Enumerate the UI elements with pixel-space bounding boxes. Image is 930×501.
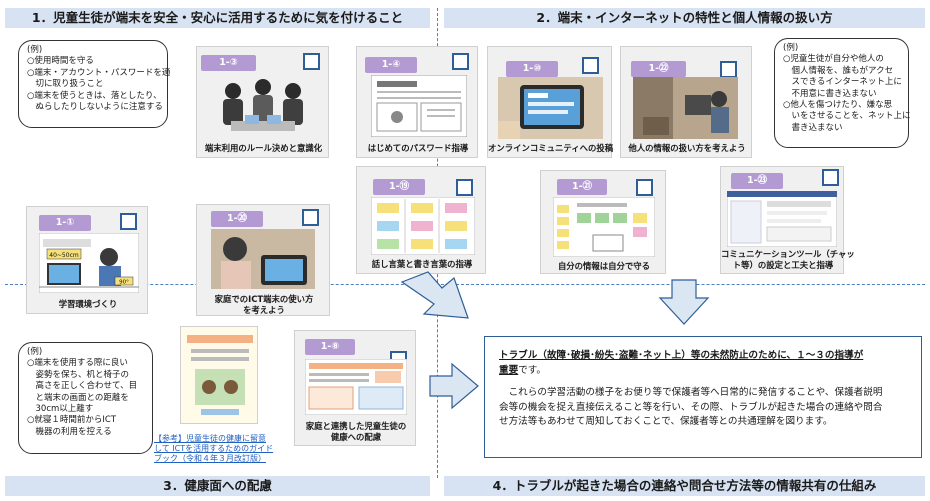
note-line: 書き込まない (783, 122, 843, 133)
right-arrow (429, 362, 479, 410)
section-2-header: 2．端末・インターネットの特性と個人情報の扱い方 (444, 8, 925, 28)
box-headline-line1: トラブル（故障･破損･紛失･盗難･ネット上）等の未然防止のために、１～３の指導が (499, 350, 864, 361)
note-line: 30cm以上離す (27, 404, 94, 415)
card-1-1[interactable]: 1-① 40~50cm 90° 学習環境づくり (26, 206, 148, 314)
note-line: 個人情報を、誰もがアクセ (783, 65, 894, 76)
checkbox[interactable] (456, 179, 473, 196)
card-id-tag: 1-① (39, 215, 91, 231)
card-id-tag: 1-⑲ (373, 179, 425, 195)
note-line: (例) (27, 347, 43, 357)
note-line: と端末の画面との距離を (27, 392, 129, 403)
card-id-tag: 1-㉑ (557, 179, 607, 195)
tablet-photo (498, 77, 603, 139)
note-line: (例) (783, 43, 799, 53)
checkbox[interactable] (120, 213, 137, 230)
checkbox[interactable] (303, 53, 320, 70)
card-id-tag: 1-⑳ (211, 211, 263, 227)
card-id-tag: 1-⑩ (506, 61, 558, 77)
angle-label: 90° (119, 280, 129, 286)
note-line: ○端末を使うときは、落としたり、 (27, 90, 162, 101)
posture-illustration: 40~50cm 90° (39, 233, 139, 293)
example-note-1: (例) ○使用時間を守る ○端末・アカウント・パスワードを適 切に取り扱うこと … (18, 40, 171, 128)
box-paragraph-line: これらの学習活動の様子をお便り等で保護者等へ日常的に発信することや、保護者説明 (499, 387, 883, 398)
reference-line: ブック（令和４年３月改訂版） (154, 454, 266, 463)
card-caption: 家庭と連携した児童生徒の 健康への配慮 (305, 421, 407, 442)
horizontal-divider (5, 284, 925, 285)
home-photo (211, 229, 315, 289)
checkbox[interactable] (822, 169, 839, 186)
note-line: 高さを正しく合わせて、目 (27, 381, 138, 392)
card-id-tag: 1-㉒ (631, 61, 686, 77)
card-1-10[interactable]: 1-⑩ オンラインコミュニティへの投稿 (487, 46, 614, 158)
section-4-header: 4．トラブルが起きた場合の連絡や問合せ方法等の情報共有の仕組み (444, 476, 925, 496)
note-line: スできるインターネット上に (783, 77, 902, 88)
card-1-4[interactable]: 1-④ はじめてのパスワード指導 (356, 46, 478, 158)
note-line: ぬらしたりしないように注意する (27, 102, 163, 113)
reference-line: して ICTを活用するためのガイド (154, 444, 274, 453)
slide-image (553, 197, 655, 257)
classroom-photo (633, 77, 738, 139)
example-note-3: (例) ○端末を使用する際に良い 姿勢を保ち、机と椅子の 高さを正しく合わせて、… (18, 342, 153, 454)
down-arrow (658, 279, 710, 325)
note-line: いをさせることを、ネット上に (783, 111, 911, 122)
card-1-21[interactable]: 1-㉑ 自分の情報は自分で守る (540, 170, 666, 274)
box-headline: トラブル（故障･破損･紛失･盗難･ネット上）等の未然防止のために、１～３の指導が (499, 349, 907, 364)
note-line: 機器の利用を控える (27, 426, 112, 437)
note-line: 不用意に書き込まない (783, 88, 877, 99)
box-paragraph-line: せ方法等もあわせて周知しておくことで、保護者等との共通理解を図ります。 (499, 416, 833, 427)
checkbox[interactable] (582, 57, 599, 74)
card-caption: オンラインコミュニティへの投稿 (488, 143, 614, 153)
box-headline-rest: です。 (518, 364, 547, 376)
card-id-tag: 1-㉓ (731, 173, 783, 189)
screenshot-image (727, 191, 837, 247)
checkbox[interactable] (636, 179, 653, 196)
reference-line: 【参考】児童生徒の健康に留意 (154, 434, 266, 443)
card-1-8[interactable]: 1-⑧ 家庭と連携した児童生徒の 健康への配慮 (294, 330, 416, 446)
card-1-19[interactable]: 1-⑲ 話し言葉と書き言葉の指導 (356, 166, 486, 274)
checkbox[interactable] (452, 53, 469, 70)
card-caption: 学習環境づくり (58, 299, 118, 309)
card-id-tag: 1-⑧ (305, 339, 355, 355)
card-caption: 家庭でのICT端末の使い方 を考えよう (214, 294, 314, 315)
checkbox[interactable] (302, 209, 319, 226)
checkbox[interactable] (720, 61, 737, 78)
note-line: ○使用時間を守る (27, 56, 94, 67)
note-line: ○端末を使用する際に良い (27, 358, 128, 369)
guidebook-reference-link[interactable]: 【参考】児童生徒の健康に留意 して ICTを活用するためのガイド ブック（令和４… (154, 434, 284, 468)
section-1-header: 1．児童生徒が端末を安全・安心に活用するために気を付けること (5, 8, 430, 28)
card-caption: 端末利用のルール決めと意識化 (204, 143, 323, 153)
box-paragraph-line: 会等の機会を捉え直接伝えること等を行い、その際、トラブルが起きた場合の連絡や問合 (499, 401, 883, 413)
trouble-prevention-box: トラブル（故障･破損･紛失･盗難･ネット上）等の未然防止のために、１～３の指導が… (484, 336, 922, 458)
box-headline-bold: 重要 (499, 364, 519, 376)
card-caption: コミュニケーションツール（チャッ ト等）の設定と工夫と指導 (721, 249, 855, 270)
illustration (215, 75, 311, 137)
diagonal-arrow (400, 271, 469, 319)
example-note-2: (例) ○児童生徒が自分や他人の 個人情報を、誰もがアクセ スできるインターネッ… (774, 38, 911, 148)
card-caption: 他人の情報の扱い方を考えよう (628, 143, 746, 153)
card-caption: 話し言葉と書き言葉の指導 (371, 259, 473, 269)
note-line: (例) (27, 45, 43, 55)
section-3-header: 3．健康面への配慮 (5, 476, 430, 496)
note-line: ○就寝１時間前からICT (27, 415, 117, 426)
box-headline-line2: 重要です。 (499, 364, 907, 379)
card-caption: はじめてのパスワード指導 (367, 143, 469, 153)
distance-label: 40~50cm (49, 252, 79, 259)
card-caption: 自分の情報は自分で守る (557, 261, 651, 271)
card-id-tag: 1-③ (201, 55, 256, 71)
card-1-3[interactable]: 1-③ 端末利用のルール決めと意識化 (196, 46, 329, 158)
document-image (305, 359, 407, 415)
note-line: 切に取り扱うこと (27, 79, 104, 90)
card-id-tag: 1-④ (365, 57, 417, 73)
card-1-22[interactable]: 1-㉒ 他人の情報の扱い方を考えよう (620, 46, 752, 158)
card-1-20[interactable]: 1-⑳ 家庭でのICT端末の使い方 を考えよう (196, 204, 330, 316)
worksheet-image (371, 75, 467, 137)
note-line: ○他人を傷つけたり、嫌な思 (783, 100, 893, 111)
card-1-23[interactable]: 1-㉓ コミュニケーションツール（チャッ ト等）の設定と工夫と指導 (720, 166, 855, 274)
slide-image (371, 197, 475, 255)
guidebook-cover (180, 326, 258, 424)
note-line: ○児童生徒が自分や他人の (783, 54, 884, 65)
note-line: ○端末・アカウント・パスワードを適 (27, 67, 171, 78)
note-line: 姿勢を保ち、机と椅子の (27, 369, 130, 380)
